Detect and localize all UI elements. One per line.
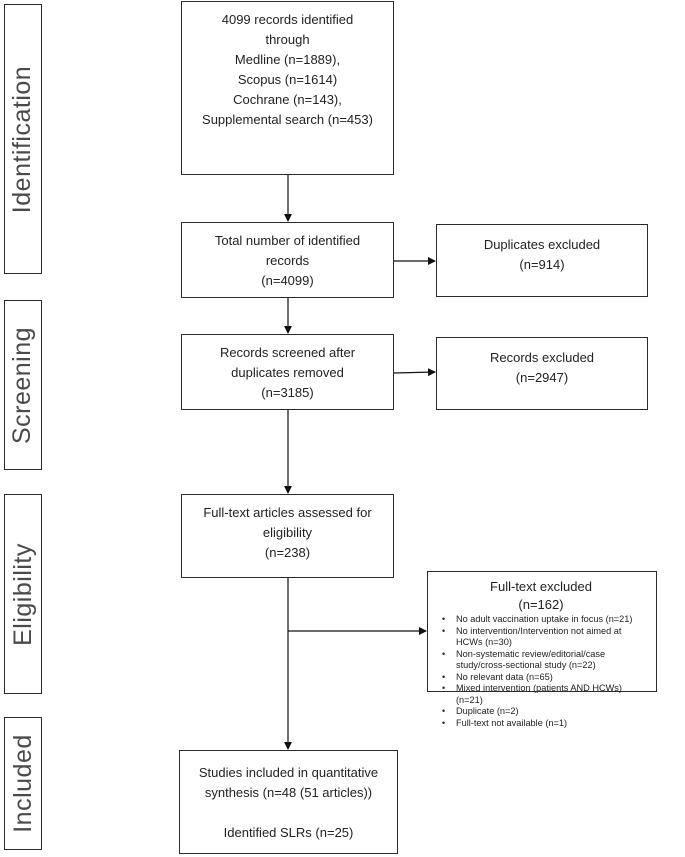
records-excluded-box: Records excluded (n=2947)	[436, 337, 648, 410]
total-identified-line: Total number of identified	[214, 233, 361, 248]
exclusion-reason: No adult vaccination uptake in focus (n=…	[442, 614, 650, 626]
stage-screening: Screening	[4, 300, 42, 470]
exclusion-reason: Full-text not available (n=1)	[442, 718, 650, 730]
records-screened-line: duplicates removed	[231, 365, 344, 380]
fulltext-excluded-count: (n=162)	[518, 597, 564, 612]
records-screened-line: Records screened after	[219, 345, 356, 360]
stage-identification: Identification	[4, 4, 42, 274]
studies-included-line: Identified SLRs (n=25)	[223, 825, 354, 840]
duplicates-excluded-line: Duplicates excluded	[483, 237, 601, 252]
fulltext-assessed-box: Full-text articles assessed for eligibil…	[181, 494, 394, 578]
total-identified-line: records	[265, 253, 310, 268]
exclusion-reason: No intervention/Intervention not aimed a…	[442, 626, 650, 649]
records-excluded-line: (n=2947)	[515, 370, 569, 385]
records-identified-line: 4099 records identified	[221, 12, 354, 27]
records-excluded-line: Records excluded	[489, 350, 595, 365]
records-screened-line: (n=3185)	[261, 385, 314, 400]
records-identified-line: Supplemental search (n=453)	[202, 112, 373, 127]
fulltext-assessed-line: eligibility	[262, 525, 313, 540]
duplicates-excluded-line: (n=914)	[519, 257, 565, 272]
records-identified-line: Scopus (n=1614)	[237, 72, 338, 87]
exclusion-reason: Duplicate (n=2)	[442, 706, 650, 718]
studies-included-box: Studies included in quantitative synthes…	[179, 750, 398, 854]
fulltext-assessed-line: Full-text articles assessed for	[203, 505, 372, 520]
fulltext-assessed-line: (n=238)	[264, 545, 311, 560]
records-identified-line: Medline (n=1889),	[234, 52, 341, 67]
fulltext-excluded-title: Full-text excluded	[490, 579, 592, 594]
duplicates-excluded-box: Duplicates excluded (n=914)	[436, 224, 648, 297]
records-screened-box: Records screened after duplicates remove…	[181, 334, 394, 410]
stage-eligibility: Eligibility	[4, 494, 42, 694]
records-identified-line: through	[265, 32, 310, 47]
records-identified-line: Cochrane (n=143),	[233, 92, 342, 107]
fulltext-excluded-box: Full-text excluded (n=162) No adult vacc…	[427, 571, 657, 729]
exclusion-reason: Mixed intervention (patients AND HCWs) (…	[442, 683, 650, 706]
total-identified-line: (n=4099)	[261, 273, 314, 288]
records-identified-box: 4099 records identified through Medline …	[181, 1, 394, 175]
exclusion-reason: No relevant data (n=65)	[442, 672, 650, 684]
exclusion-reason: Non-systematic review/editorial/case stu…	[442, 649, 650, 672]
exclusion-reasons-list: No adult vaccination uptake in focus (n=…	[432, 614, 650, 729]
studies-included-line: Studies included in quantitative	[198, 765, 379, 780]
total-identified-box: Total number of identified records (n=40…	[181, 222, 394, 298]
stage-included: Included	[4, 717, 42, 850]
studies-included-line: synthesis (n=48 (51 articles))	[204, 785, 373, 800]
arrow-screened-to-excluded	[393, 368, 436, 377]
